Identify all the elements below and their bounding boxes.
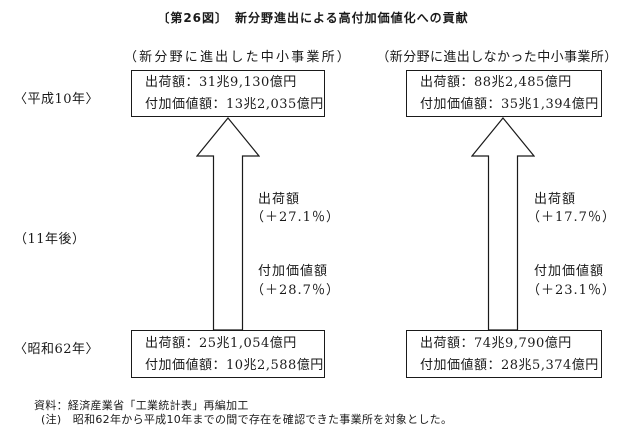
- value-added-growth-label: 付加価値額: [258, 264, 329, 279]
- value-added-value: 付加価値額：35兆1,394億円: [420, 97, 599, 112]
- heisei10-box-entered: 出荷額：31兆9,130億円 付加価値額：13兆2,035億円: [131, 70, 325, 117]
- value-added-value: 付加価値額：13兆2,035億円: [145, 97, 324, 112]
- value-added-value: 付加価値額：10兆2,588億円: [145, 357, 324, 373]
- value-added-growth-value: （＋28.7％）: [251, 283, 340, 298]
- source-note: 資料：経済産業省「工業統計表」再編加工: [34, 399, 249, 412]
- shipment-value: 出荷額：31兆9,130億円: [145, 75, 297, 90]
- shipment-growth-value: （＋17.7％）: [527, 210, 616, 225]
- figure-title: 〔第26図〕 新分野進出による高付加価値化への貢献: [157, 11, 469, 25]
- up-block-arrow-icon: [196, 117, 260, 330]
- heisei10-box-not-entered: 出荷額：88兆2,485億円 付加価値額：35兆1,394億円: [406, 70, 602, 117]
- shipment-growth-label: 出荷額: [258, 192, 301, 207]
- shipment-growth-value: （＋27.1％）: [251, 210, 340, 225]
- row-label-years-after: （11年後）: [14, 232, 86, 247]
- shipment-growth-label: 出荷額: [534, 192, 577, 207]
- column-header-entered: （新分野に進出した中小事業所）: [123, 50, 352, 65]
- value-added-value: 付加価値額：28兆5,374億円: [420, 357, 599, 373]
- shipment-value: 出荷額：88兆2,485億円: [420, 75, 572, 90]
- value-added-growth-label: 付加価値額: [534, 264, 605, 279]
- up-block-arrow-icon: [471, 117, 535, 330]
- shipment-value: 出荷額：74兆9,790億円: [420, 335, 572, 351]
- shipment-value: 出荷額：25兆1,054億円: [145, 335, 297, 351]
- row-label-heisei10: 〈平成10年〉: [14, 92, 100, 107]
- value-added-growth-value: （＋23.1％）: [527, 283, 616, 298]
- footnote: (注) 昭和62年から平成10年までの間で存在を確認できた事業所を対象とした。: [41, 413, 453, 426]
- column-header-not-entered: （新分野に進出しなかった中小事業所）: [376, 50, 618, 65]
- showa62-box-not-entered: 出荷額：74兆9,790億円 付加価値額：28兆5,374億円: [406, 330, 602, 378]
- showa62-box-entered: 出荷額：25兆1,054億円 付加価値額：10兆2,588億円: [131, 330, 325, 378]
- row-label-showa62: 〈昭和62年〉: [14, 342, 100, 357]
